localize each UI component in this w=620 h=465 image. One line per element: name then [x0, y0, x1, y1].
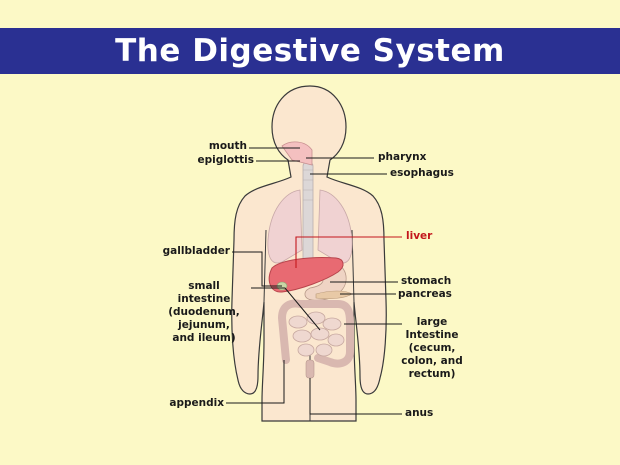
- label-pharynx: pharynx: [378, 151, 427, 163]
- anus-leader: [309, 378, 402, 415]
- label-stomach: stomach: [401, 275, 452, 287]
- label-small-intestine: small intestine (duodenum, jejunum, and …: [168, 280, 240, 344]
- label-esophagus: esophagus: [390, 167, 454, 179]
- label-mouth: mouth: [208, 140, 247, 152]
- small-intestine-leader: [251, 287, 321, 331]
- label-epiglottis: epiglottis: [197, 154, 254, 166]
- small-intestine-shape: [288, 311, 345, 357]
- label-anus: anus: [405, 407, 434, 419]
- label-appendix: appendix: [169, 397, 224, 409]
- rectum-shape: [305, 359, 315, 379]
- label-large-intestine: large Intestine (cecum, colon, and rectu…: [401, 316, 463, 380]
- label-pancreas: pancreas: [398, 288, 452, 300]
- label-liver: liver: [406, 230, 433, 242]
- page-title: The Digestive System: [115, 33, 505, 69]
- appendix-leader: [226, 360, 285, 404]
- esophagus-shape: [302, 161, 314, 263]
- label-gallbladder: gallbladder: [162, 245, 230, 257]
- gallbladder-leader: [232, 251, 282, 287]
- title-bar: The Digestive System: [0, 28, 620, 74]
- liver-shape: [268, 257, 344, 293]
- liver-leader: [295, 236, 402, 268]
- large-intestine-shape: [277, 299, 354, 368]
